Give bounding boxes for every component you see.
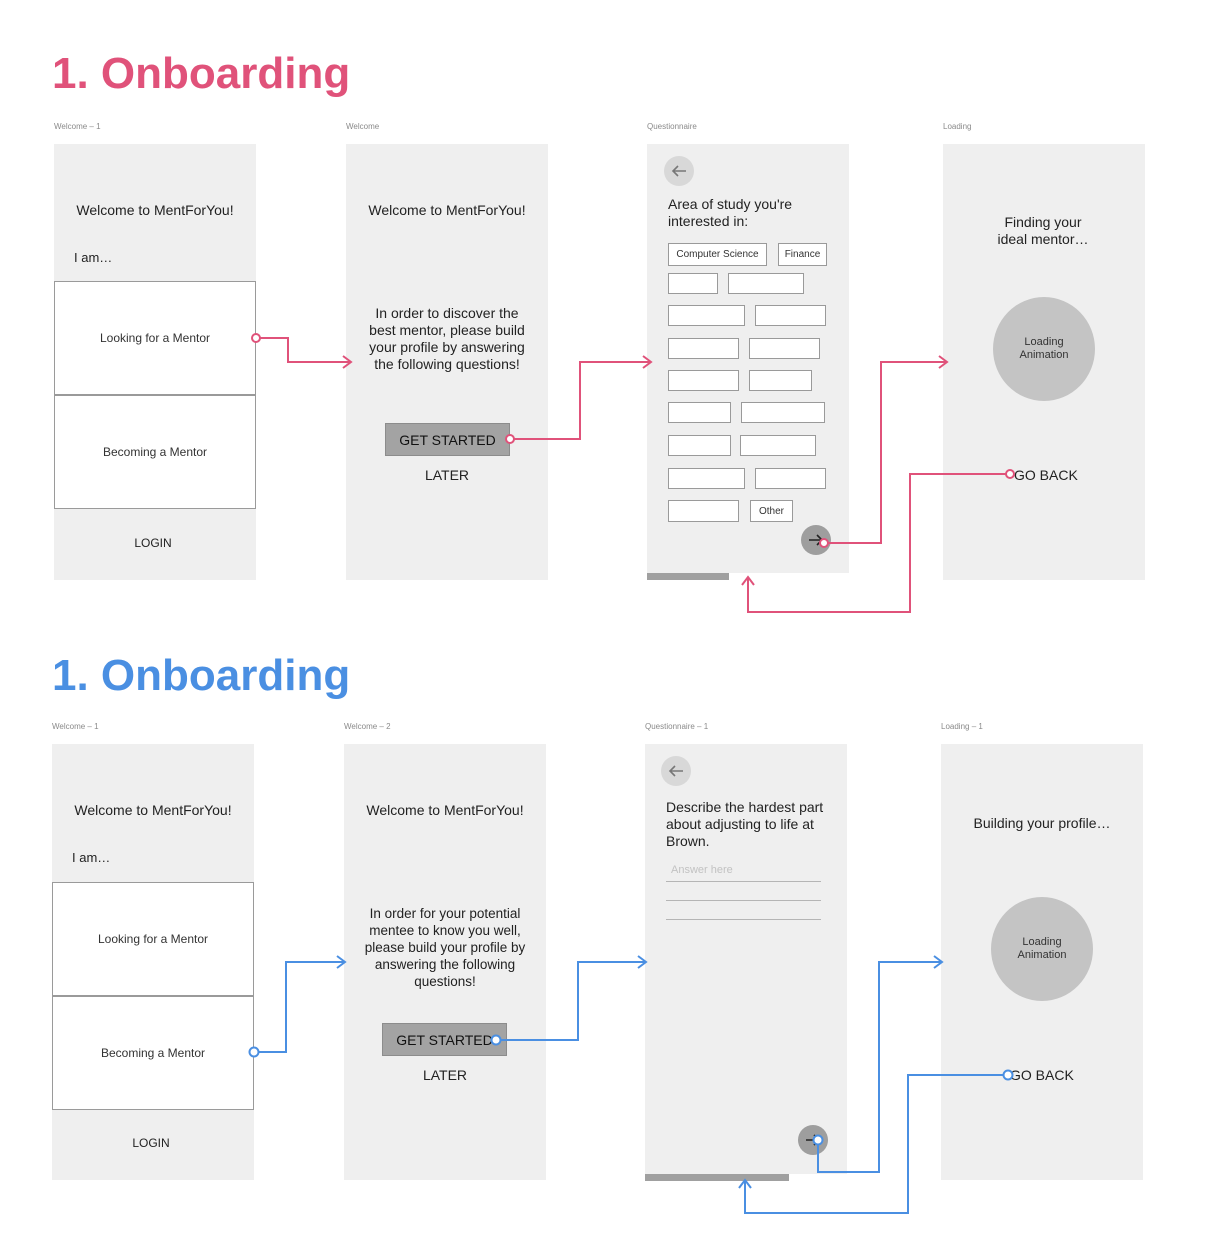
tag-blank[interactable] [668, 273, 718, 294]
frame-label-welcome-1: Welcome – 1 [52, 722, 99, 731]
question-text: Area of study you're interested in: [668, 196, 793, 229]
arrow-left-icon [668, 765, 683, 777]
becoming-mentor-label: Becoming a Mentor [100, 1046, 206, 1060]
screen-welcome: Welcome to MentForYou! In order to disco… [346, 144, 548, 580]
tag-label: Other [758, 505, 784, 517]
get-started-label: GET STARTED [399, 431, 496, 448]
tag-blank[interactable] [668, 468, 745, 489]
back-button[interactable] [661, 756, 691, 786]
welcome-heading: Welcome to MentForYou! [368, 202, 526, 218]
tag-blank[interactable] [755, 468, 826, 489]
frame-label-loading-1: Loading – 1 [941, 722, 983, 731]
welcome-heading: Welcome to MentForYou! [74, 802, 232, 818]
becoming-mentor-option[interactable]: Becoming a Mentor [52, 996, 254, 1110]
connector-becoming-to-welcome2 [254, 961, 344, 1053]
tag-blank[interactable] [668, 370, 739, 391]
looking-for-mentor-label: Looking for a Mentor [99, 331, 211, 345]
arrowhead [741, 575, 755, 586]
login-link[interactable]: LOGIN [134, 536, 172, 550]
next-button[interactable] [801, 525, 831, 555]
answer-line [666, 881, 821, 882]
loading-animation: Loading Animation [993, 297, 1095, 401]
i-am-label: I am… [72, 850, 111, 865]
connector-mentor-to-welcome [256, 337, 350, 363]
later-link[interactable]: LATER [422, 1067, 468, 1083]
frame-label-loading: Loading [943, 122, 972, 131]
loading-animation-label: Loading Animation [1019, 336, 1069, 361]
screen-loading: Finding your ideal mentor… Loading Anima… [943, 144, 1145, 580]
back-button[interactable] [664, 156, 694, 186]
looking-for-mentor-option[interactable]: Looking for a Mentor [54, 281, 256, 395]
screen-questionnaire: Area of study you're interested in: Comp… [647, 144, 849, 573]
becoming-mentor-label: Becoming a Mentor [102, 445, 208, 459]
tag-blank[interactable] [668, 338, 739, 359]
frame-label-questionnaire-1: Questionnaire – 1 [645, 722, 709, 731]
tag-blank[interactable] [755, 305, 826, 326]
loading-animation-label: Loading Animation [1017, 936, 1067, 961]
later-link[interactable]: LATER [424, 467, 470, 483]
get-started-button[interactable]: GET STARTED [382, 1023, 507, 1056]
get-started-label: GET STARTED [396, 1031, 493, 1048]
next-button[interactable] [798, 1125, 828, 1155]
screen-welcome-1: Welcome to MentForYou! I am… Looking for… [52, 744, 254, 1180]
looking-for-mentor-option[interactable]: Looking for a Mentor [52, 882, 254, 996]
frame-label-welcome-1: Welcome – 1 [54, 122, 101, 131]
tag-label: Computer Science [676, 249, 759, 260]
section-title-bottom: 1. Onboarding [52, 651, 351, 700]
screen-welcome-1: Welcome to MentForYou! I am… Looking for… [54, 144, 256, 580]
tag-blank[interactable] [668, 435, 731, 456]
tag-label: Finance [784, 249, 821, 260]
tag-blank[interactable] [668, 402, 731, 423]
tag-blank[interactable] [740, 435, 816, 456]
get-started-button[interactable]: GET STARTED [385, 423, 510, 456]
progress-bar [647, 573, 729, 580]
progress-bar [645, 1174, 789, 1181]
tag-other[interactable]: Other [750, 500, 793, 522]
tag-blank[interactable] [749, 338, 820, 359]
welcome-body-text: In order for your potential mentee to kn… [364, 906, 526, 989]
tag-finance[interactable]: Finance [778, 243, 827, 266]
login-link[interactable]: LOGIN [132, 1136, 170, 1150]
tag-computer-science[interactable]: Computer Science [668, 243, 767, 266]
answer-line [666, 900, 821, 901]
welcome-body-text: In order to discover the best mentor, pl… [369, 305, 525, 372]
becoming-mentor-option[interactable]: Becoming a Mentor [54, 395, 256, 509]
arrowhead [738, 1178, 752, 1189]
welcome-heading: Welcome to MentForYou! [76, 202, 234, 218]
i-am-label: I am… [74, 250, 113, 265]
answer-input[interactable]: Answer here [671, 864, 733, 876]
go-back-link[interactable]: GO BACK [1014, 467, 1078, 483]
question-text: Describe the hardest part about adjustin… [666, 799, 824, 849]
section-title-top: 1. Onboarding [52, 49, 351, 98]
loading-heading: Finding your ideal mentor… [997, 214, 1089, 247]
answer-line [666, 919, 821, 920]
arrow-left-icon [671, 165, 686, 177]
frame-label-welcome: Welcome [346, 122, 380, 131]
tag-blank[interactable] [728, 273, 804, 294]
frame-label-questionnaire: Questionnaire [647, 122, 697, 131]
welcome-heading: Welcome to MentForYou! [366, 802, 524, 818]
arrow-right-icon [806, 1134, 821, 1146]
tag-blank[interactable] [668, 305, 745, 326]
tag-blank[interactable] [741, 402, 825, 423]
loading-animation: Loading Animation [991, 897, 1093, 1001]
arrow-right-icon [809, 534, 824, 546]
frame-label-welcome-2: Welcome – 2 [344, 722, 391, 731]
screen-questionnaire-1: Describe the hardest part about adjustin… [645, 744, 847, 1174]
go-back-link[interactable]: GO BACK [1010, 1067, 1074, 1083]
looking-for-mentor-label: Looking for a Mentor [97, 932, 209, 946]
loading-heading: Building your profile… [973, 815, 1111, 831]
tag-blank[interactable] [749, 370, 812, 391]
screen-welcome-2: Welcome to MentForYou! In order for your… [344, 744, 546, 1180]
tag-blank[interactable] [668, 500, 739, 522]
screen-loading-1: Building your profile… Loading Animation… [941, 744, 1143, 1180]
